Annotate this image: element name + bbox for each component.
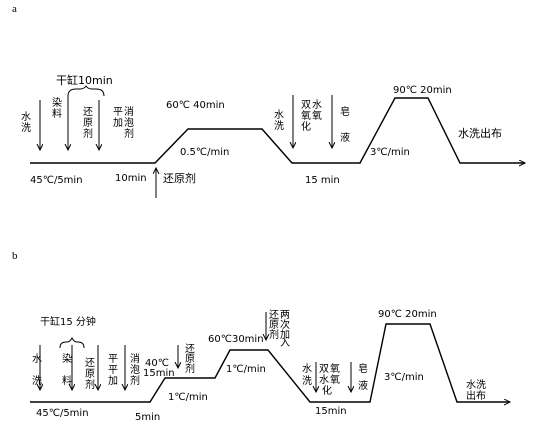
panel-a-leveling-2: 加 [113, 117, 123, 129]
panel-a-add-reducer: 还原剂 [163, 171, 196, 185]
panel-a-peroxide-3: 水 [312, 99, 322, 111]
panel-b-soap-2: 液 [358, 379, 368, 392]
panel-a-water-wash-1: 水 [21, 111, 31, 123]
panel-b-defoamer-1: 消 [130, 352, 140, 365]
panel-a-peroxide-5: 化 [301, 120, 311, 133]
panel-b-reducer-3: 剂 [85, 378, 95, 391]
panel-b-add-twice2-1: 两 [280, 310, 290, 321]
panel-b-add-twice2-3: 加 [280, 329, 290, 341]
panel-b-add-twice-3: 剂 [269, 328, 279, 341]
panel-b-leveling-2: 平 [108, 365, 118, 376]
panel-b: b 干缸15 分钟 水 洗 染 料 还 原 剂 平 平 加 消 泡 剂 40℃ … [12, 250, 510, 423]
panel-a-peroxide-1: 双 [301, 99, 311, 111]
panel-a-heat-rate: 0.5℃/min [180, 147, 229, 158]
panel-a-hold-90: 90℃ 20min [393, 85, 452, 96]
panel-b-peroxide-3: 水 [319, 374, 329, 386]
panel-b-defoamer-2: 泡 [130, 363, 140, 376]
panel-a-defoamer-2: 泡 [124, 116, 134, 129]
panel-a-peroxide-4: 氧 [312, 109, 322, 122]
panel-a-dye-bath-label: 干缸10min [56, 73, 113, 87]
panel-b-add-twice-1: 还 [269, 309, 279, 321]
panel-a-reducer-2: 原 [83, 117, 93, 129]
panel-b-defoamer-3: 剂 [130, 374, 140, 387]
panel-b-reducer-1: 还 [85, 357, 95, 369]
panel-a-rinse-2: 洗 [274, 120, 284, 132]
panel-b-add-twice2-4: 入 [280, 338, 290, 349]
panel-b-hold-5min: 5min [135, 412, 160, 423]
panel-b-water-wash-1: 水 [32, 353, 42, 365]
panel-a-start-temp: 45℃/5min [30, 175, 83, 186]
panel-b-peroxide-1: 双 [319, 363, 329, 375]
panel-b-peroxide-4: 氧 [330, 373, 340, 386]
panel-a-soap-1: 皂 [340, 105, 350, 118]
panel-a-leveling-1: 平 [113, 107, 123, 118]
panel-b-dye-1: 染 [62, 352, 72, 365]
panel-b-peroxide-2: 氧 [330, 362, 340, 375]
panel-b-final-2: 出布 [466, 389, 486, 402]
panel-b-reducer2-2: 原 [185, 353, 195, 365]
panel-b-hold-40-time: 15min [143, 368, 175, 379]
panel-a-peroxide-2: 氧 [301, 109, 311, 122]
panel-b-soap-1: 皂 [358, 362, 368, 375]
panel-a-hold-15: 15 min [305, 175, 340, 186]
panel-b-brace [59, 336, 85, 349]
panel-a-soap-2: 液 [340, 131, 350, 144]
panel-b-rinse-1: 水 [302, 363, 312, 375]
panel-b-add-twice-2: 原 [269, 319, 279, 331]
panel-a-hold-60: 60℃ 40min [166, 100, 225, 111]
panel-a-heat-rate-2: 3℃/min [370, 147, 410, 158]
panel-b-reducer2-1: 还 [185, 343, 195, 355]
panel-b-reducer2-3: 剂 [185, 362, 195, 375]
panel-b-leveling-3: 加 [108, 375, 118, 387]
panel-b-dye-bath-label: 干缸15 分钟 [40, 315, 96, 328]
panel-a-reducer-1: 还 [83, 106, 93, 118]
panel-b-rate-1: 1℃/min [168, 392, 208, 403]
panel-b-dye-2: 料 [62, 374, 72, 387]
panel-a-reducer-3: 剂 [83, 127, 93, 140]
panel-b-rinse-2: 洗 [302, 375, 312, 387]
panel-a-dye-2: 料 [52, 107, 62, 120]
panel-a: a 干缸10min 水 洗 染 料 还 原 剂 平 加 消 泡 剂 45℃/5m… [12, 3, 525, 198]
panel-b-final-1: 水洗 [466, 379, 486, 391]
panel-b-hold-40-temp: 40℃ [145, 358, 169, 369]
panel-b-label: b [12, 250, 18, 262]
panel-a-temperature-curve [30, 97, 525, 163]
panel-a-defoamer-3: 剂 [124, 127, 134, 140]
panel-b-start-temp: 45℃/5min [36, 408, 89, 419]
panel-b-peroxide-5: 化 [322, 384, 332, 397]
panel-b-reducer-2: 原 [85, 368, 95, 380]
panel-b-add-twice2-2: 次 [280, 318, 290, 331]
panel-b-rate-3: 3℃/min [384, 372, 424, 383]
panel-a-rinse-1: 水 [274, 109, 284, 121]
panel-b-hold-60: 60℃30min [208, 334, 264, 345]
panel-b-leveling-1: 平 [108, 354, 118, 365]
panel-a-brace [67, 85, 105, 97]
panel-b-water-wash-2: 洗 [32, 375, 42, 387]
panel-b-temperature-curve [30, 323, 510, 402]
panel-b-rate-2: 1℃/min [226, 364, 266, 375]
panel-a-defoamer-1: 消 [124, 105, 134, 118]
panel-a-dye-1: 染 [52, 96, 62, 109]
panel-b-hold-15: 15min [315, 406, 347, 417]
panel-b-hold-90: 90℃ 20min [378, 309, 437, 320]
panel-a-label: a [12, 3, 17, 15]
panel-a-water-wash-2: 洗 [21, 122, 31, 134]
panel-a-final: 水洗出布 [458, 126, 502, 140]
panel-a-hold-10min: 10min [115, 173, 147, 184]
